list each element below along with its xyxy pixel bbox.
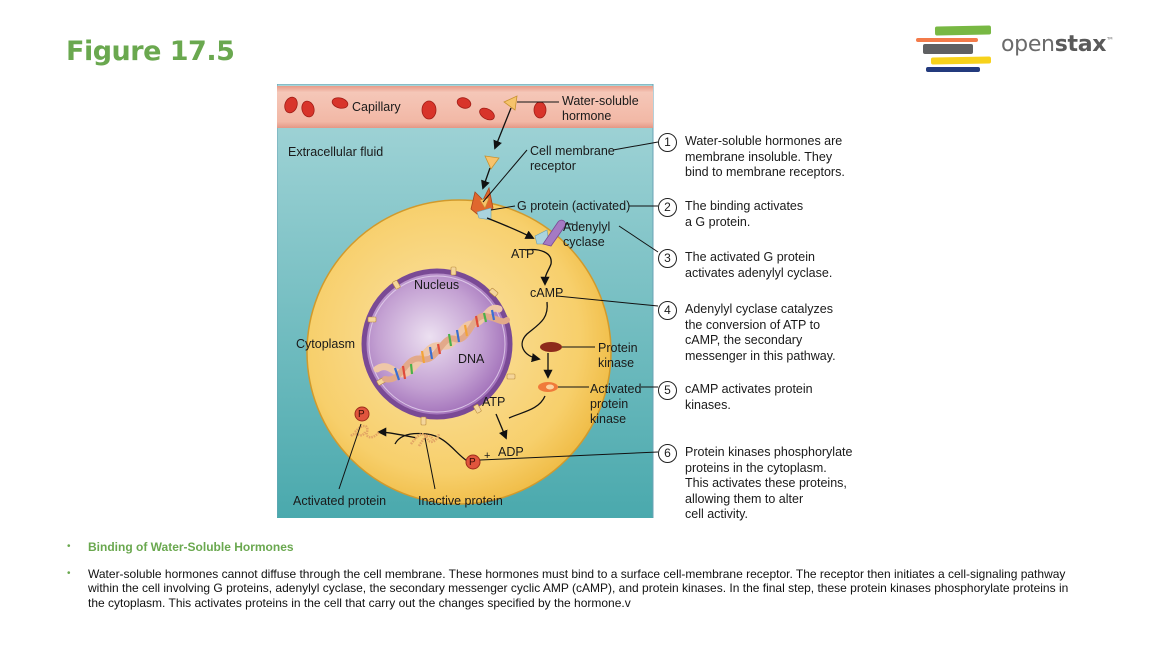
label-atp-bottom: ATP xyxy=(482,395,506,409)
adenylyl-cyclase xyxy=(534,219,566,247)
label-g-protein-activated: G protein (activated) xyxy=(517,199,631,213)
logo-bar-green xyxy=(934,25,992,36)
bullet-body: • Water-soluble hormones cannot diffuse … xyxy=(66,567,1086,610)
logo-word-stax: stax xyxy=(1054,32,1107,57)
step-text: Protein kinases phosphorylate proteins i… xyxy=(685,445,853,522)
blood-cell xyxy=(421,100,437,120)
step-text: Water-soluble hormones are membrane inso… xyxy=(685,134,845,180)
step-text: Adenylyl cyclase catalyzes the conversio… xyxy=(685,302,836,363)
proteins xyxy=(350,424,441,447)
red-blood-cells xyxy=(284,96,547,121)
bullet-dot-icon: • xyxy=(67,568,71,580)
openstax-logo: openstax™ xyxy=(913,24,1123,76)
label-adp: ADP xyxy=(498,445,524,459)
blood-cell xyxy=(301,100,315,118)
label-water-soluble-hormone: Water-soluble hormone xyxy=(562,94,639,123)
hormone-signaling-figure: Capillary Water-soluble hormone Extracel… xyxy=(277,84,887,521)
dna-helix xyxy=(373,304,510,383)
label-dna: DNA xyxy=(458,352,485,366)
label-protein-kinase: Protein kinase xyxy=(598,341,638,370)
protein-kinase xyxy=(540,342,562,352)
logo-wordmark: openstax™ xyxy=(1001,32,1114,57)
hormone-molecule xyxy=(503,95,518,111)
bullet-list: • Binding of Water-Soluble Hormones • Wa… xyxy=(66,540,1086,623)
bullet-text: Binding of Water-Soluble Hormones xyxy=(88,540,294,554)
label-atp-top: ATP xyxy=(511,247,535,261)
figure-artwork xyxy=(277,84,659,518)
hormone-arrows xyxy=(481,107,512,190)
label-activated-protein-kinase: Activated protein kinase xyxy=(590,382,642,426)
step-number: 1 xyxy=(658,133,677,152)
logo-bar-navy xyxy=(926,67,980,72)
logo-bar-orange xyxy=(916,38,978,42)
activated-protein-chain xyxy=(354,424,380,439)
bullet-heading: • Binding of Water-Soluble Hormones xyxy=(66,540,1086,554)
step-number: 4 xyxy=(658,301,677,320)
logo-trademark: ™ xyxy=(1106,36,1114,45)
bullet-dot-icon: • xyxy=(67,541,71,552)
step-text: cAMP activates protein kinases. xyxy=(685,382,813,412)
hormone-molecule xyxy=(484,155,500,170)
label-inactive-protein: Inactive protein xyxy=(418,494,503,508)
bullet-text: Water-soluble hormones cannot diffuse th… xyxy=(88,567,1069,610)
label-extracellular-fluid: Extracellular fluid xyxy=(288,145,384,159)
label-cell-membrane-receptor: Cell membrane receptor xyxy=(530,144,615,173)
step-text: The binding activates a G protein. xyxy=(685,199,804,229)
step-number: 3 xyxy=(658,249,677,268)
label-adenylyl-cyclase: Adenylyl cyclase xyxy=(563,220,611,249)
label-cytoplasm: Cytoplasm xyxy=(296,337,356,351)
blood-cell xyxy=(284,96,298,114)
step-number: 5 xyxy=(658,381,677,400)
slide-title: Figure 17.5 xyxy=(66,36,235,67)
logo-bar-yellow xyxy=(930,56,992,65)
blood-cell xyxy=(479,107,495,121)
label-camp: cAMP xyxy=(530,286,564,300)
label-activated-protein: Activated protein xyxy=(293,494,387,508)
phosphate-groups xyxy=(354,406,481,470)
logo-word-open: open xyxy=(1001,32,1055,57)
membrane-receptor xyxy=(470,186,494,215)
leader-lines xyxy=(338,101,659,490)
inactive-protein-chain xyxy=(410,433,441,445)
blood-cell xyxy=(331,97,349,109)
label-phosphate-transfer: P xyxy=(469,457,476,468)
label-phosphate-activated: P xyxy=(358,409,365,420)
step-text: The activated G protein activates adenyl… xyxy=(685,250,833,280)
label-nucleus: Nucleus xyxy=(414,278,460,292)
step-number: 2 xyxy=(658,198,677,217)
logo-bar-gray xyxy=(923,44,973,54)
hormone-molecules xyxy=(484,95,518,170)
blood-cell xyxy=(456,97,472,109)
blood-cell xyxy=(533,101,547,119)
step-number: 6 xyxy=(658,444,677,463)
label-plus: + xyxy=(484,450,491,462)
label-capillary: Capillary xyxy=(352,100,401,114)
